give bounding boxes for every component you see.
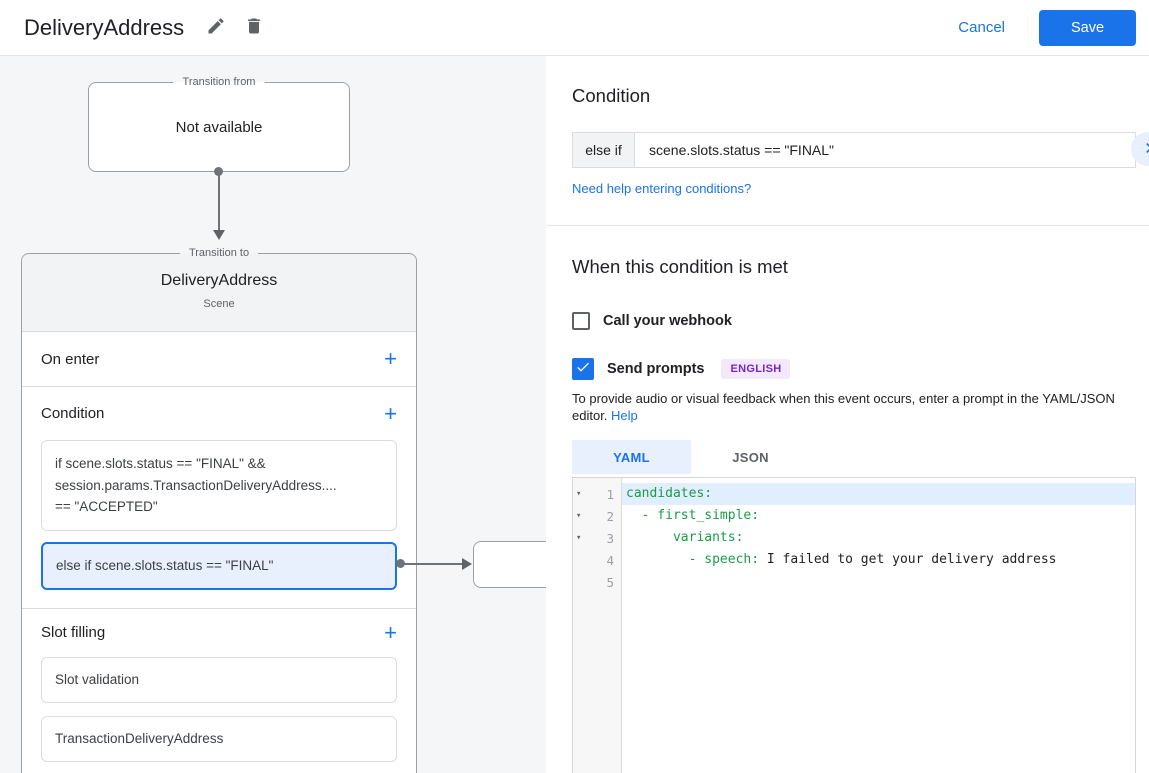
condition-detail-panel: Condition else if Need help entering con… — [546, 56, 1149, 773]
top-bar: DeliveryAddress Cancel Save — [0, 0, 1149, 56]
slot-filling-section: Slot filling + Slot validation Transacti… — [22, 609, 416, 773]
transition-to-card: Transition to DeliveryAddress Scene On e… — [21, 247, 417, 773]
condition-label: Condition — [41, 405, 105, 422]
transition-to-label: Transition to — [179, 247, 259, 259]
yaml-value: I failed to get your delivery address — [759, 552, 1057, 567]
scene-name: DeliveryAddress — [160, 272, 278, 289]
condition-if-item[interactable]: if scene.slots.status == "FINAL" && sess… — [41, 440, 397, 531]
line-number: 2 — [606, 508, 614, 524]
slot-validation-item[interactable]: Slot validation — [41, 656, 397, 703]
prompt-hint-text: To provide audio or visual feedback when… — [572, 390, 1136, 424]
condition-prefix-label: else if — [573, 133, 635, 167]
condition-if-line: if scene.slots.status == "FINAL" && — [55, 456, 266, 471]
chevron-right-icon — [1139, 138, 1149, 161]
code-line — [622, 571, 1135, 593]
slot-item-label: TransactionDeliveryAddress — [55, 731, 224, 746]
send-prompts-row: Send prompts ENGLISH — [572, 358, 1136, 380]
trash-icon — [244, 16, 264, 39]
transition-target-node[interactable] — [473, 541, 546, 588]
fold-toggle-icon[interactable]: ▾ — [576, 511, 582, 521]
line-number: 5 — [606, 574, 614, 590]
editor-gutter: ▾ 1 ▾ 2 ▾ 3 4 5 — [573, 478, 622, 773]
connector-dot — [214, 167, 223, 176]
pencil-icon — [206, 16, 226, 39]
plus-icon: + — [384, 400, 397, 426]
condition-if-line: == "ACCEPTED" — [55, 499, 158, 514]
condition-expression-input[interactable] — [635, 133, 1135, 167]
transition-from-label: Transition from — [173, 76, 265, 88]
code-line-active: candidates: — [622, 483, 1135, 505]
condition-expression-row: else if — [572, 132, 1136, 168]
yaml-key: - first_simple: — [626, 508, 760, 523]
editor-format-tabs: YAML JSON — [572, 440, 1136, 474]
editor-code-area[interactable]: candidates: - first_simple: variants: - … — [622, 478, 1135, 773]
prompt-help-link[interactable]: Help — [611, 408, 638, 423]
webhook-row: Call your webhook — [572, 312, 1136, 330]
tab-yaml[interactable]: YAML — [572, 440, 691, 474]
connector-dot — [396, 559, 405, 568]
plus-icon: + — [384, 619, 397, 645]
section-divider — [546, 225, 1149, 226]
condition-if-line: session.params.TransactionDeliveryAddres… — [55, 477, 337, 493]
slot-item-label: Slot validation — [55, 672, 140, 687]
yaml-key: - speech: — [626, 552, 760, 567]
slot-filling-label: Slot filling — [41, 624, 106, 641]
code-line: variants: — [622, 527, 1135, 549]
connector-line-horizontal — [404, 563, 463, 565]
send-prompts-label: Send prompts — [607, 361, 705, 377]
fold-toggle-icon[interactable]: ▾ — [576, 533, 582, 543]
conditions-help-link[interactable]: Need help entering conditions? — [572, 181, 752, 196]
code-line: - speech: I failed to get your delivery … — [622, 549, 1135, 571]
delete-scene-button[interactable] — [242, 16, 266, 40]
scene-type-label: Scene — [203, 298, 235, 310]
plus-icon: + — [384, 346, 397, 371]
on-enter-label: On enter — [41, 350, 100, 368]
fold-toggle-icon[interactable]: ▾ — [576, 489, 582, 499]
line-number: 3 — [606, 530, 614, 546]
arrow-down-icon — [213, 230, 225, 240]
tab-json[interactable]: JSON — [732, 449, 769, 465]
send-prompts-checkbox[interactable] — [572, 358, 594, 380]
condition-elseif-text: else if scene.slots.status == "FINAL" — [56, 558, 274, 573]
scene-card-header[interactable]: DeliveryAddress Scene — [22, 254, 416, 332]
transition-from-value: Not available — [175, 118, 263, 136]
condition-section: Condition + if scene.slots.status == "FI… — [22, 387, 416, 609]
yaml-code-editor[interactable]: ▾ 1 ▾ 2 ▾ 3 4 5 — [572, 477, 1136, 773]
arrow-right-icon — [462, 558, 472, 570]
slot-transaction-delivery-address-item[interactable]: TransactionDeliveryAddress — [41, 715, 397, 762]
collapse-panel-button[interactable] — [1131, 132, 1149, 166]
add-slot-button[interactable]: + — [384, 619, 397, 645]
add-condition-button[interactable]: + — [384, 400, 397, 426]
language-badge: ENGLISH — [721, 359, 791, 379]
edit-title-button[interactable] — [204, 16, 228, 40]
yaml-key: variants: — [626, 530, 744, 545]
prompt-hint-body: To provide audio or visual feedback when… — [572, 391, 1115, 423]
yaml-key: candidates: — [626, 486, 713, 501]
cancel-button[interactable]: Cancel — [958, 19, 1005, 36]
condition-panel-title: Condition — [572, 85, 651, 106]
save-button[interactable]: Save — [1039, 9, 1136, 46]
on-enter-section: On enter + — [22, 332, 416, 387]
call-webhook-label: Call your webhook — [603, 313, 732, 329]
scene-flow-canvas: Transition from Not available Transition… — [0, 56, 546, 773]
call-webhook-checkbox[interactable] — [572, 312, 590, 330]
when-condition-met-title: When this condition is met — [572, 256, 788, 277]
page-title: DeliveryAddress — [24, 14, 185, 40]
checkmark-icon — [575, 359, 591, 380]
connector-line-vertical — [218, 172, 220, 230]
code-line: - first_simple: — [622, 505, 1135, 527]
condition-elseif-item-selected[interactable]: else if scene.slots.status == "FINAL" — [41, 541, 397, 590]
add-on-enter-button[interactable]: + — [384, 348, 397, 370]
transition-from-node[interactable]: Transition from Not available — [88, 76, 350, 172]
line-number: 4 — [606, 552, 614, 568]
line-number: 1 — [606, 486, 614, 502]
